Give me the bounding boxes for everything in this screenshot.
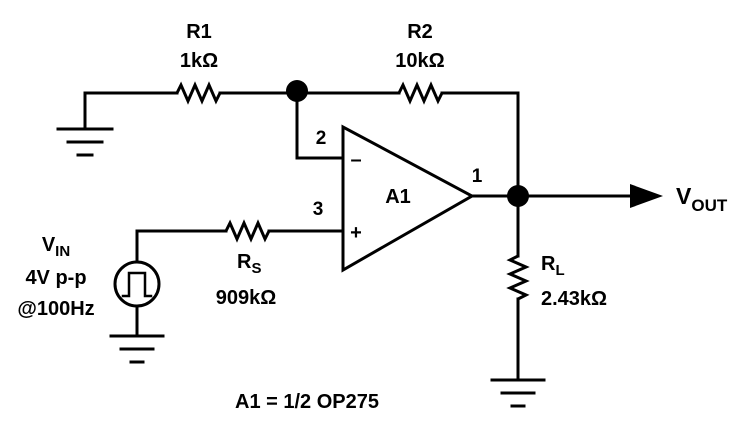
pin-2-label: 2: [316, 128, 327, 149]
vin-amplitude-label: 4V p-p: [25, 267, 86, 289]
r2-resistor: [397, 81, 444, 105]
rl-name-label: RL: [541, 253, 565, 279]
square-wave-icon: [121, 271, 153, 298]
r2-to-output-wire: [440, 91, 520, 198]
vout-arrow: [630, 184, 663, 208]
rs-name-label: RS: [237, 251, 261, 277]
r2-name-label: R2: [407, 21, 433, 43]
rs-resistor: [224, 219, 271, 243]
source-to-rs-wire: [135, 229, 228, 262]
r2-value-label: 10kΩ: [395, 50, 444, 72]
feedback-junction-node: [286, 80, 308, 102]
op-amp-a1: [341, 124, 476, 273]
vin-source-circle: [113, 260, 161, 308]
pin-3-label: 3: [313, 199, 324, 220]
op-amp-minus-sign: –: [350, 149, 361, 171]
rl-resistor: [506, 254, 530, 301]
r1-ground-wiring: [56, 91, 179, 157]
r1-value-label: 1kΩ: [180, 50, 218, 72]
inverting-input-wire: [295, 91, 345, 160]
vin-name-label: VIN: [42, 234, 70, 260]
r1-resistor: [175, 81, 222, 105]
pin-1-label: 1: [472, 166, 483, 187]
op-amp-label: A1: [385, 186, 411, 208]
source-ground-symbol: [109, 334, 165, 364]
caption: A1 = 1/2 OP275: [235, 391, 379, 413]
rs-value-label: 909kΩ: [216, 287, 277, 309]
rl-ground-symbol: [490, 378, 546, 408]
vout-label: VOUT: [676, 183, 728, 215]
rl-value-label: 2.43kΩ: [541, 288, 607, 310]
vin-frequency-label: @100Hz: [17, 298, 94, 320]
op-amp-plus-sign: +: [350, 222, 362, 244]
r1-name-label: R1: [186, 21, 212, 43]
